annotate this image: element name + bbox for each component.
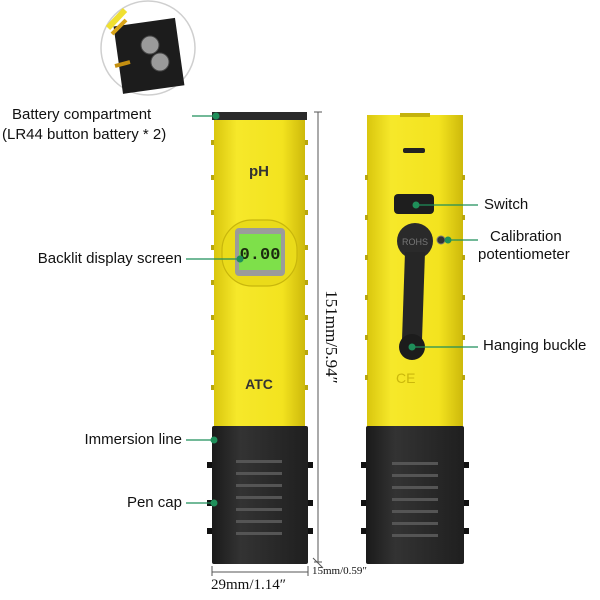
battery-compartment-inset bbox=[100, 0, 196, 96]
dimension-lines bbox=[211, 111, 324, 576]
pointer-lines bbox=[186, 115, 478, 504]
meter-back: ROHS CE bbox=[361, 113, 469, 564]
slot bbox=[403, 148, 425, 153]
rohs-mark: ROHS bbox=[402, 237, 428, 247]
immersion-line-label: Immersion line bbox=[84, 431, 182, 448]
hanging-buckle-label: Hanging buckle bbox=[483, 337, 587, 354]
depth-dimension: 15mm/0.59″ bbox=[312, 565, 367, 577]
calibration-label-1: Calibration bbox=[490, 228, 562, 245]
switch-label: Switch bbox=[484, 196, 529, 213]
ce-mark: CE bbox=[396, 370, 415, 386]
meter-front: 0.00 pH ATC bbox=[207, 112, 313, 564]
pen-cap-label: Pen cap bbox=[126, 494, 182, 511]
top-cap-strip bbox=[212, 112, 307, 120]
width-dimension: 29mm/1.14″ bbox=[211, 577, 286, 593]
battery-type-label: (LR44 button battery * 2) bbox=[2, 126, 167, 143]
display-value: 0.00 bbox=[240, 246, 281, 265]
calibration-label-2: potentiometer bbox=[478, 246, 570, 263]
atc-label: ATC bbox=[245, 376, 273, 392]
hanging-buckle: ROHS bbox=[397, 223, 433, 360]
pen-cap-back bbox=[366, 426, 464, 564]
lcd-screen bbox=[239, 234, 281, 270]
calibration-hole bbox=[436, 235, 446, 245]
pen-cap-front bbox=[212, 426, 308, 564]
backlit-display-label: Backlit display screen bbox=[37, 250, 182, 267]
ph-label: pH bbox=[249, 163, 269, 180]
pointer-dots bbox=[210, 112, 452, 507]
length-dimension: 151mm/5.94″ bbox=[322, 290, 341, 384]
battery-compartment-label: Battery compartment bbox=[12, 106, 152, 123]
